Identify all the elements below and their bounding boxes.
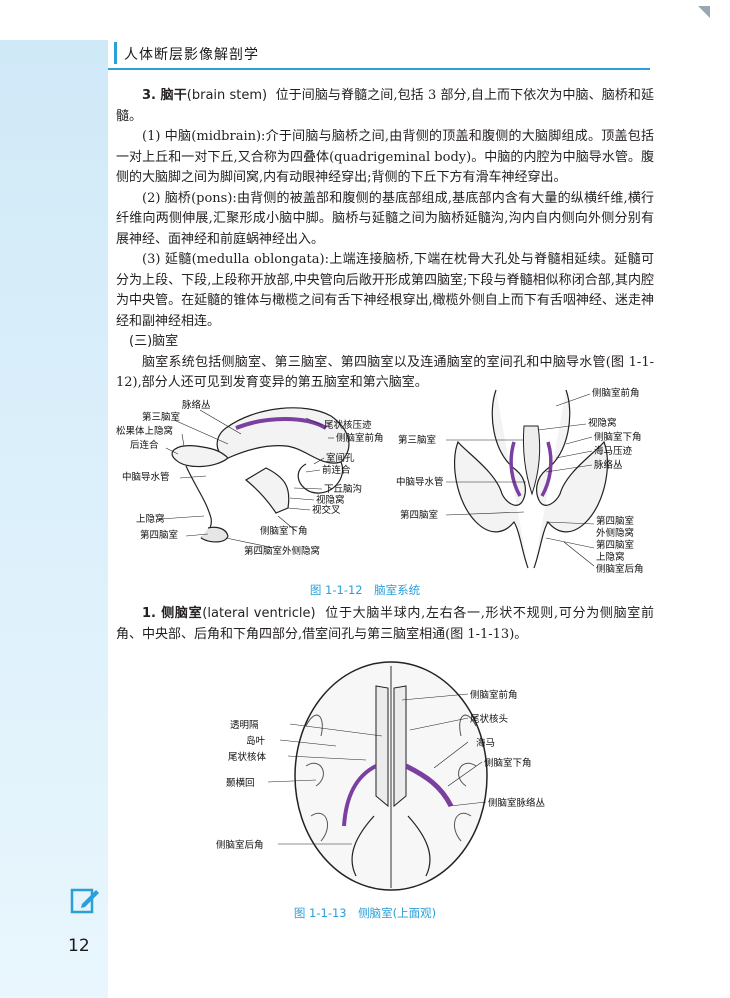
midbrain-paragraph: (1) 中脑(midbrain):介于间脑与脑桥之间,由背侧的顶盖和腹侧的大脑脚… <box>116 129 654 185</box>
label-fig13-transverse-gyrus: 颞横回 <box>226 777 255 789</box>
label-anterior-horn-r: 侧脑室前角 <box>592 387 640 399</box>
label-anterior-horn: 侧脑室前角 <box>336 432 384 444</box>
label-posterior-commissure: 后连合 <box>130 439 159 451</box>
label-fig13-choroid: 侧脑室脉络丛 <box>488 797 546 809</box>
label-superior-recess: 上隐窝 <box>136 513 165 525</box>
figure-caption-1-1-12: 图 1-1-12 脑室系统 <box>309 583 421 597</box>
ventricle-subheading: (三)脑室 <box>129 334 179 349</box>
label-fig13-hippocampus: 海马 <box>476 737 495 749</box>
label-third-ventricle-r: 第三脑室 <box>398 434 436 446</box>
label-optic-recess: 视隐窝 <box>316 494 345 506</box>
label-fourth-ventricle: 第四脑室 <box>140 529 178 541</box>
label-cerebral-aqueduct: 中脑导水管 <box>122 471 170 483</box>
label-fig13-inferior-horn: 侧脑室下角 <box>484 757 532 769</box>
lateral-ventricle-section: 1. 侧脑室(lateral ventricle) 位于大脑半球内,左右各一,形… <box>116 604 654 645</box>
section-heading: 脑干 <box>160 88 187 103</box>
page-number: 12 <box>68 936 90 956</box>
section-heading-lateral-en: (lateral ventricle) <box>202 606 316 621</box>
label-posterior-horn-r: 侧脑室后角 <box>596 563 644 575</box>
section-heading-lateral: 侧脑室 <box>161 606 203 621</box>
label-superior-recess-r: 上隐窝 <box>596 551 625 563</box>
label-optic-chiasm: 视交叉 <box>312 504 341 516</box>
section-intro-text: 位于间脑与脊髓之间,包括 3 部分,自上而下依次为中脑、脑桥和延髓。 <box>116 88 654 124</box>
label-fig13-caudate-body: 尾状核体 <box>228 751 267 763</box>
label-third-ventricle: 第三脑室 <box>142 411 180 423</box>
label-fig13-anterior-horn: 侧脑室前角 <box>470 689 518 701</box>
ventricle-system-frontal-figure: 侧脑室前角 视隐窝 第三脑室 侧脑室下角 海马压迹 脉络丛 中脑导水管 第四脑室… <box>396 387 644 575</box>
lateral-ventricle-paragraph: 1. 侧脑室(lateral ventricle) 位于大脑半球内,左右各一,形… <box>116 604 654 645</box>
label-fig13-septum: 透明隔 <box>230 720 259 731</box>
label-hypothalamic-sulcus: 下丘脑沟 <box>324 483 362 495</box>
label-fourth-ventricle-2: 第四脑室 <box>596 515 634 527</box>
label-cerebral-aqueduct-r: 中脑导水管 <box>396 476 444 488</box>
pons-paragraph: (2) 脑桥(pons):由背侧的被盖部和腹侧的基底部组成,基底部内含有大量的纵… <box>116 190 654 247</box>
edit-note-icon <box>70 888 99 914</box>
sidebar-band <box>0 0 108 998</box>
section-number: 3. <box>142 88 161 103</box>
section-number-1: 1. <box>142 606 162 621</box>
lateral-ventricle-text: 位于大脑半球内,左右各一,形状不规则,可分为侧脑室前角、中央部、后角和下角四部分… <box>116 606 654 642</box>
label-fourth-ventricle-3: 第四脑室 <box>596 539 634 551</box>
header-rule <box>108 68 650 70</box>
label-optic-recess-r: 视隐窝 <box>588 417 617 429</box>
section-heading-en: (brain stem) <box>186 88 268 103</box>
label-choroid-plexus-r: 脉络丛 <box>594 459 623 471</box>
running-header-title: 人体断层影像解剖学 <box>124 47 259 63</box>
triangle-mark-icon <box>698 6 710 18</box>
brain-stem-heading-paragraph: 3. 脑干(brain stem) 位于间脑与脊髓之间,包括 3 部分,自上而下… <box>116 86 654 127</box>
label-inferior-horn: 侧脑室下角 <box>260 525 308 537</box>
label-fig13-caudate-head: 尾状核头 <box>470 713 508 725</box>
ventricle-intro-paragraph: 脑室系统包括侧脑室、第三脑室、第四脑室以及连通脑室的室间孔和中脑导水管(图 1-… <box>116 354 654 391</box>
lateral-ventricle-superior-figure: 侧脑室前角 透明隔 尾状核头 岛叶 海马 尾状核体 侧脑室下角 颞横回 侧脑室脉… <box>216 661 546 891</box>
label-choroid-plexus: 脉络丛 <box>182 399 211 411</box>
label-anterior-commissure: 前连合 <box>322 464 351 476</box>
label-fig13-insula: 岛叶 <box>246 735 266 747</box>
brain-stem-section: 3. 脑干(brain stem) 位于间脑与脊髓之间,包括 3 部分,自上而下… <box>116 86 654 394</box>
label-fig13-posterior-horn: 侧脑室后角 <box>216 839 264 851</box>
label-inferior-horn-r: 侧脑室下角 <box>594 431 642 443</box>
label-hippocampal-impression-r: 海马压迹 <box>594 445 633 457</box>
sidebar-top-gap <box>0 0 108 40</box>
label-pineal-recess: 松果体上隐窝 <box>116 425 173 437</box>
label-interventricular-foramen: 室间孔 <box>326 452 355 464</box>
header-accent-bar <box>114 42 117 64</box>
label-fourth-ventricle-r: 第四脑室 <box>400 509 438 521</box>
label-caudate-impression: 尾状核压迹 <box>324 419 372 431</box>
medulla-paragraph: (3) 延髓(medulla oblongata):上端连接脑桥,下端在枕骨大孔… <box>116 252 654 329</box>
ventricle-system-lateral-figure: 脉络丛 第三脑室 松果体上隐窝 后连合 中脑导水管 上隐窝 第四脑室 尾状核压迹… <box>116 399 384 557</box>
label-lateral-recess: 第四脑室外侧隐窝 <box>244 545 320 557</box>
figure-caption-1-1-13: 图 1-1-13 侧脑室(上面观) <box>293 906 437 920</box>
label-lateral-recess-r: 外侧隐窝 <box>596 527 634 539</box>
